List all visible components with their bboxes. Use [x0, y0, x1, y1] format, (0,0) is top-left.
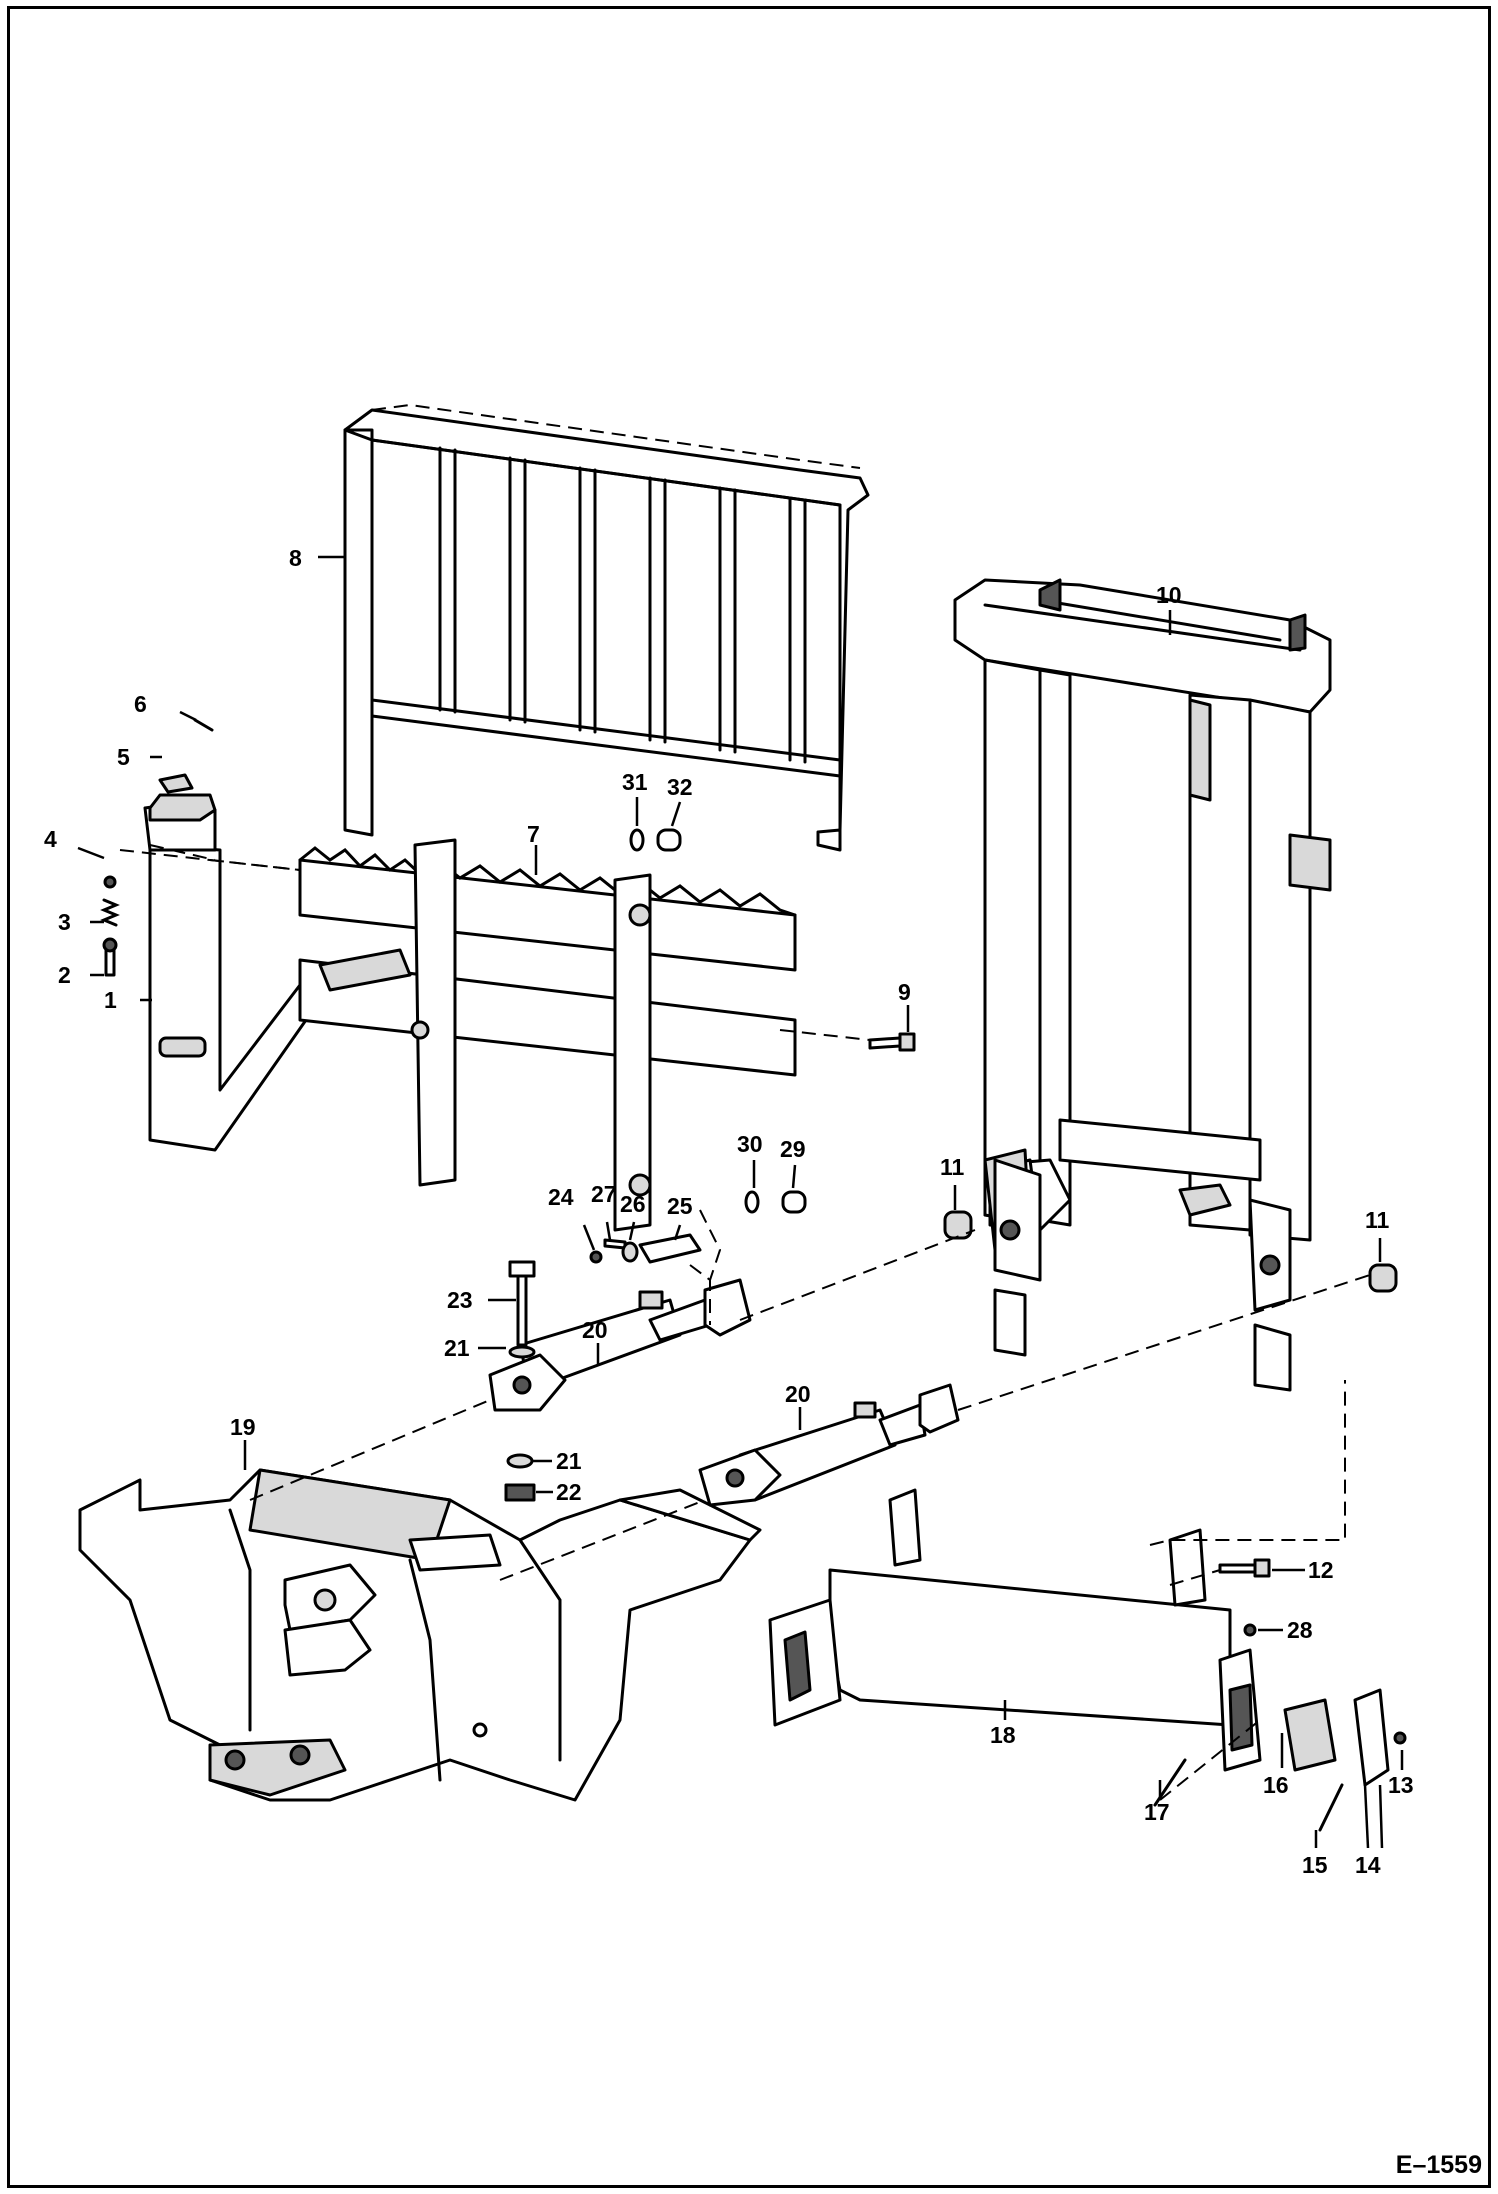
callout-5: 5 — [117, 744, 130, 770]
callout-21-top: 21 — [444, 1335, 470, 1361]
callout-16: 16 — [1263, 1772, 1289, 1798]
callout-7: 7 — [527, 821, 540, 847]
leader-lines — [77, 555, 1404, 1849]
callout-30: 30 — [737, 1131, 763, 1157]
mast-assembly — [953, 578, 1332, 1392]
fork-carriage — [298, 838, 797, 1232]
callout-17: 17 — [1144, 1799, 1170, 1825]
callout-27: 27 — [591, 1181, 617, 1207]
callout-6: 6 — [134, 691, 147, 717]
figure-number: E–1559 — [1395, 2151, 1482, 2179]
callout-21-bottom: 21 — [556, 1448, 582, 1474]
callout-1: 1 — [104, 987, 117, 1013]
callout-29: 29 — [780, 1136, 806, 1162]
callout-28: 28 — [1287, 1617, 1313, 1643]
callout-15: 15 — [1302, 1852, 1328, 1878]
callout-10: 10 — [1156, 582, 1182, 608]
callout-31: 31 — [622, 769, 648, 795]
load-backrest — [343, 403, 870, 852]
callout-8: 8 — [289, 545, 302, 571]
callout-19: 19 — [230, 1414, 256, 1440]
callout-18: 18 — [990, 1722, 1016, 1748]
callout-20-left: 20 — [582, 1317, 608, 1343]
callout-23: 23 — [447, 1287, 473, 1313]
drawing-border — [7, 6, 1491, 2188]
small-hardware — [100, 718, 1407, 1832]
callout-20-right: 20 — [785, 1381, 811, 1407]
callout-2: 2 — [58, 962, 71, 988]
callout-3: 3 — [58, 909, 71, 935]
callout-25: 25 — [667, 1193, 693, 1219]
callout-14: 14 — [1355, 1852, 1381, 1878]
callout-labels: 1 2 3 4 5 6 7 8 9 10 11 11 12 13 14 15 1… — [44, 545, 1414, 1878]
callout-11-right: 11 — [1365, 1207, 1390, 1233]
alignment-lines — [119, 844, 1371, 1801]
callout-12: 12 — [1308, 1557, 1334, 1583]
callout-32: 32 — [667, 774, 693, 800]
tilt-cylinder-right — [698, 1383, 960, 1507]
callout-11-left: 11 — [940, 1154, 965, 1180]
tilt-cylinder-left — [488, 1278, 752, 1412]
fork-tine — [143, 793, 322, 1152]
mast-cross-member — [768, 1488, 1262, 1772]
callout-9: 9 — [898, 979, 911, 1005]
callout-22: 22 — [556, 1479, 582, 1505]
callout-26: 26 — [620, 1191, 646, 1217]
callout-24: 24 — [548, 1184, 574, 1210]
callout-4: 4 — [44, 826, 57, 852]
tilt-frame — [78, 1468, 762, 1802]
callout-13: 13 — [1388, 1772, 1414, 1798]
